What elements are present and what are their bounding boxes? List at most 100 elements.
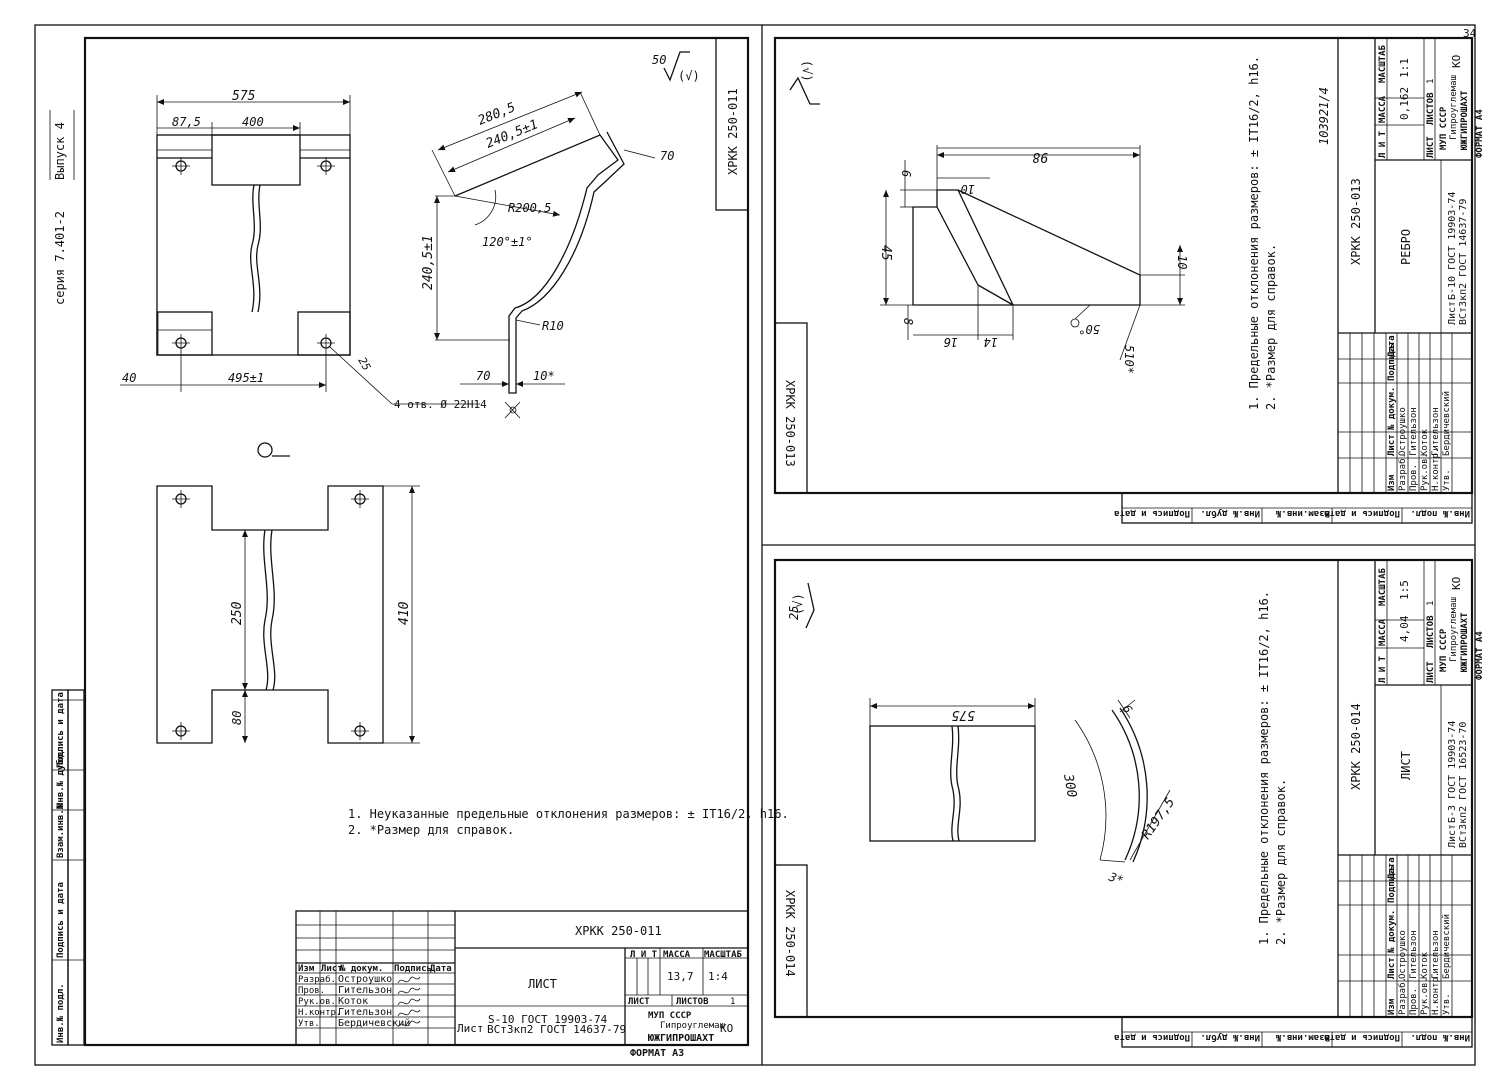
tb-014-material2: ВСт3кп2 ГОСТ 16523-70 — [1458, 722, 1469, 848]
tb-014-r1-name: Гительзон — [1409, 930, 1419, 979]
tb-013-r3-name: Гительзон — [1431, 407, 1441, 456]
tb-a3-sheets-val: 1 — [730, 997, 735, 1007]
tb-a3-h0: Изм — [298, 964, 315, 974]
roughness-symbol-a3: 50 (√) — [652, 51, 700, 83]
tb-014-material-prefix: Лист — [1447, 824, 1458, 848]
roughness-a3-mark: (√) — [678, 69, 700, 83]
tb-a3-h4: Дата — [430, 964, 452, 974]
tb-013-sheets-val: 1 — [1426, 79, 1436, 84]
sheet-arc-view: 6 300 R197,5 3* — [1060, 699, 1178, 888]
tb-a3-title: ЛИСТ — [528, 977, 557, 991]
tb-014-mass: 4,04 — [1398, 615, 1411, 642]
roughness-a3-value: 50 — [652, 53, 666, 67]
tb-014-title: ЛИСТ — [1399, 751, 1413, 780]
series-label-group: серия 7.401-2 Выпуск 4 — [49, 110, 75, 305]
tb-a3-lit: Л И Т — [630, 950, 658, 960]
tb-014-mass-h: МАССА — [1378, 618, 1388, 646]
tb-a3-code: ХРКК 250-011 — [575, 924, 662, 938]
signature — [397, 998, 421, 1006]
sheet-a3: ХРКК 250-011 50 (√) 57 — [83, 36, 789, 1059]
strip-013-0: Подпись и дата — [1114, 508, 1190, 518]
sheet-a3-top-code: ХРКК 250-011 — [726, 88, 740, 175]
tb-014-h0: Изм — [1387, 998, 1397, 1015]
dim-a3-875: 87,5 — [172, 115, 201, 129]
left-sidebar-label-0: Инв.№ подл. — [56, 983, 66, 1043]
tb-a3-r0-role: Разраб. — [298, 974, 336, 985]
tb-014-code: ХРКК 250-014 — [1349, 703, 1363, 790]
tb-a3-org3: ЮЖГИПРОШАХТ — [648, 1033, 714, 1044]
signature — [397, 1020, 421, 1028]
tb-a3-mass: 13,7 — [667, 970, 694, 983]
tb-014-scale: 1:5 — [1398, 580, 1411, 600]
sheet-013: ХРКК 250-013 (√) 98 6 10 45 — [773, 36, 1485, 524]
strip-014-4: Инв.№ подл. — [1410, 1032, 1470, 1042]
tb-014-r3-role: Н.контр. — [1431, 972, 1441, 1015]
title-block-a3: Изм Лист № докум. Подпись Дата Разраб. О… — [295, 910, 749, 1059]
tb-013-format: ФОРМАТ А4 — [1475, 109, 1485, 158]
dim-014-300: 300 — [1060, 772, 1079, 799]
tb-014-r0-role: Разраб. — [1397, 977, 1408, 1015]
dim-a3-495: 495±1 — [228, 371, 264, 385]
strip-013-3: Подпись и дата — [1324, 508, 1400, 518]
dim-013-6: 6 — [899, 170, 913, 177]
tb-013-org3: ЮЖГИПРОШАХТ — [1460, 90, 1470, 150]
tb-a3-r2-name: Коток — [338, 996, 368, 1007]
tb-014-org2: Гипроуглемаш — [1449, 597, 1459, 662]
tb-014-h2: № докум. — [1387, 910, 1397, 953]
dim-a3-70b: 70 — [476, 369, 490, 383]
tb-a3-material1: S-10 ГОСТ 19903-74 — [488, 1013, 608, 1026]
dim-a3-25: 25 — [355, 355, 373, 373]
tb-014-r0-name: Остроушко — [1398, 930, 1408, 979]
tb-013-r0-role: Разраб. — [1397, 453, 1408, 491]
tb-014-format: ФОРМАТ А4 — [1475, 631, 1485, 680]
left-sidebar-stamp: Инв.№ подл. Подпись и дата Взам.инв.№ Ин… — [51, 689, 85, 1046]
sheet-013-frame — [773, 36, 1474, 495]
tb-a3-scale-h: МАСШТАБ — [704, 950, 743, 960]
tb-013-org1: МУП СССР — [1439, 106, 1449, 150]
dim-a3-angle: 120°±1° — [482, 235, 533, 249]
development-symbol — [257, 442, 290, 458]
tb-013-h2: № докум. — [1387, 387, 1397, 430]
tb-a3-r3-name: Гительзон — [338, 1007, 392, 1018]
tb-a3-r3-role: Н.контр. — [298, 1008, 341, 1018]
tb-a3-sheet: ЛИСТ — [628, 997, 650, 1007]
tb-a3-r1-role: Пров. — [298, 986, 325, 996]
dim-a3-2805: 280,5 — [476, 100, 518, 129]
left-sidebar-label-3: Инв.№ дубл. — [55, 748, 66, 808]
roughness-013-mark: (√) — [800, 60, 814, 82]
tb-014-h3: Подпись — [1387, 865, 1397, 903]
tb-014-org3: ЮЖГИПРОШАХТ — [1460, 612, 1470, 672]
roughness-symbol-013: (√) — [789, 60, 820, 105]
tb-014-sheet: ЛИСТ — [1426, 661, 1436, 683]
tb-014-r4-name: Бердичевский — [1442, 914, 1452, 979]
roughness-014-mark: (√) — [791, 593, 805, 615]
rib-view: 98 6 10 45 10 8 16 14 50° 510* — [878, 145, 1189, 374]
series-label: серия 7.401-2 — [53, 211, 67, 305]
tb-013-r4-role: Утв. — [1442, 469, 1452, 491]
dim-013-16: 16 — [944, 335, 958, 349]
tb-014-h1: Лист — [1387, 957, 1397, 979]
dim-013-14: 14 — [984, 335, 998, 349]
dim-013-510: 510* — [1122, 345, 1136, 374]
dim-013-98: 98 — [1032, 149, 1048, 164]
tb-a3-sheets: ЛИСТОВ — [676, 997, 709, 1007]
roughness-014-value: 25 — [787, 606, 801, 620]
tb-013-scale-h: МАСШТАБ — [1378, 44, 1388, 83]
dim-a3-40: 40 — [122, 371, 136, 385]
strip-014-3: Подпись и дата — [1324, 1032, 1400, 1042]
dim-013-10a: 10 — [961, 182, 975, 196]
tb-013-h3: Подпись — [1387, 343, 1397, 381]
tb-a3-scale: 1:4 — [708, 970, 728, 983]
sheet-corner-number: 34 — [1463, 27, 1477, 40]
signature — [397, 976, 421, 984]
dim-a3-r10: R10 — [542, 319, 564, 333]
dim-a3-v2405: 240,5±1 — [421, 235, 436, 290]
tb-013-material1: Б-10 ГОСТ 19903-74 — [1447, 192, 1458, 300]
strip-013-4: Инв.№ подл. — [1410, 508, 1470, 518]
tb-014-material1: Б-3 ГОСТ 19903-74 — [1447, 721, 1458, 823]
tb-013-h1: Лист — [1387, 434, 1397, 456]
tb-013-lit: Л И Т — [1378, 130, 1388, 158]
tb-013-mass-h: МАССА — [1378, 95, 1388, 123]
dim-013-angle: 50° — [1078, 322, 1100, 336]
